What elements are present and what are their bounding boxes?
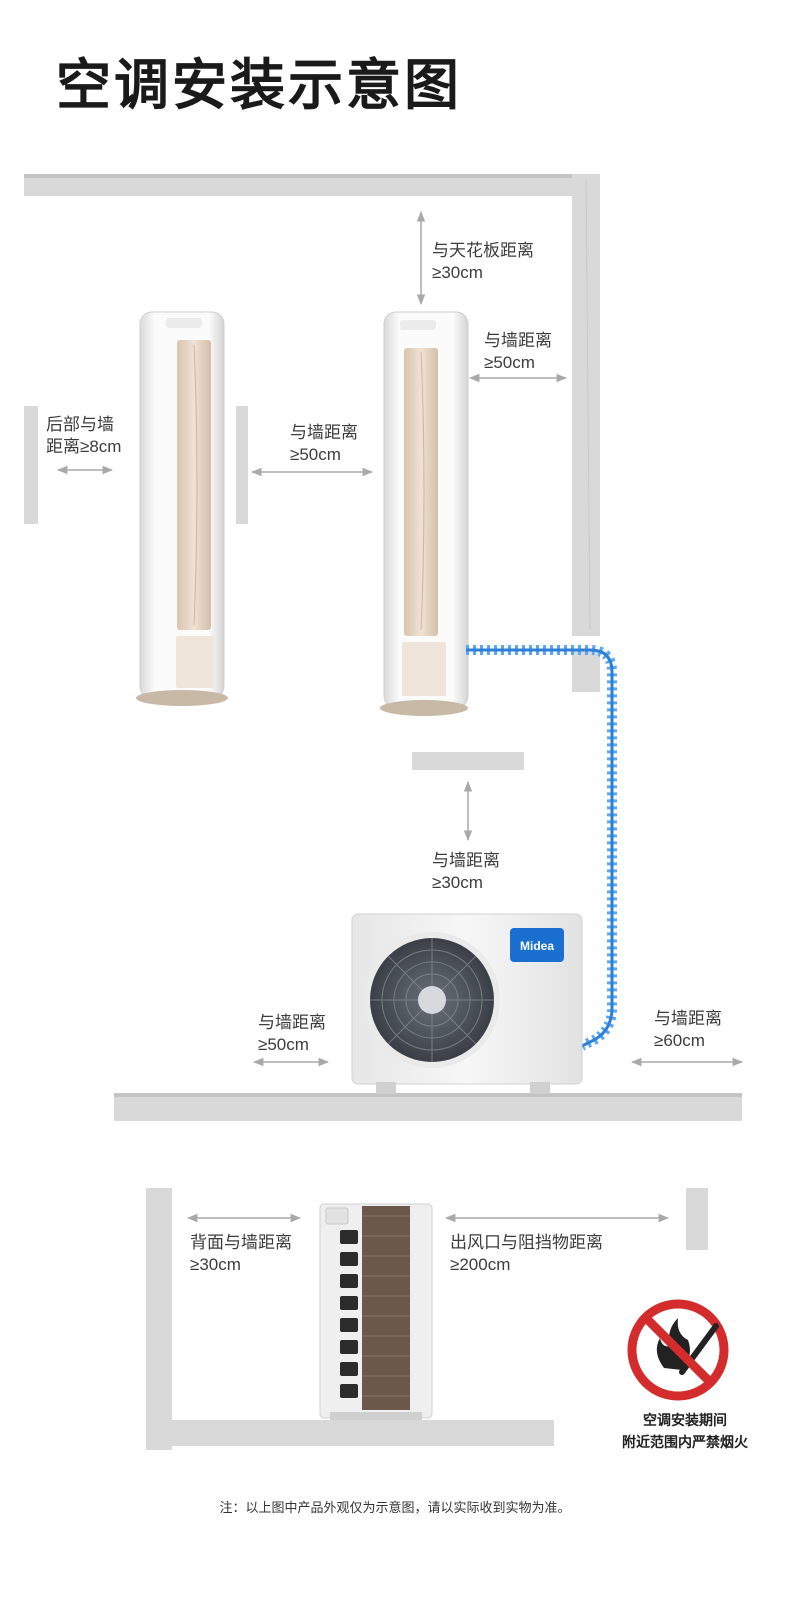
outdoor-unit-side xyxy=(319,1203,433,1420)
footnote: 注：以上图中产品外观仅为示意图，请以实际收到实物为准。 xyxy=(219,1500,571,1515)
wall-stub-left xyxy=(24,406,38,524)
rear-wall xyxy=(146,1188,172,1450)
refrigerant-pipe xyxy=(466,645,617,1051)
label-outdoor-right-distance: 与墙距离 ≥60cm xyxy=(654,1009,722,1050)
label-back-wall-distance: 后部与墙 距离≥8cm xyxy=(46,415,122,456)
label-outlet-distance: 出风口与阻挡物距离 ≥200cm xyxy=(450,1233,603,1274)
wall-stub-middle xyxy=(236,406,248,524)
indoor-unit-left xyxy=(136,311,228,706)
wall-right-upper xyxy=(572,174,600,636)
label-outdoor-left-distance: 与墙距离 ≥50cm xyxy=(258,1013,326,1054)
outlet-obstacle xyxy=(686,1188,708,1250)
label-between-distance: 与墙距离 ≥50cm xyxy=(290,423,358,464)
wall-ceiling xyxy=(24,174,600,196)
indoor-unit-right xyxy=(380,311,469,716)
label-ceiling-distance: 与天花板距离 ≥30cm xyxy=(432,241,534,282)
warning-caption: 空调安装期间 附近范围内严禁烟火 xyxy=(622,1413,748,1451)
label-side-wall-distance: 与墙距离 ≥50cm xyxy=(484,331,552,372)
no-open-flame-icon xyxy=(627,1299,729,1401)
wall-right-lower xyxy=(572,650,600,692)
label-outdoor-top-distance: 与墙距离 ≥30cm xyxy=(432,851,500,892)
brand-logo: Midea xyxy=(520,939,554,953)
outdoor-unit-front xyxy=(351,913,583,1094)
label-rear-distance: 背面与墙距离 ≥30cm xyxy=(190,1233,292,1274)
page-title: 空调安装示意图 xyxy=(56,53,463,117)
overhang-slab xyxy=(412,752,524,770)
ground-slab xyxy=(114,1093,742,1121)
rear-floor xyxy=(146,1420,554,1446)
